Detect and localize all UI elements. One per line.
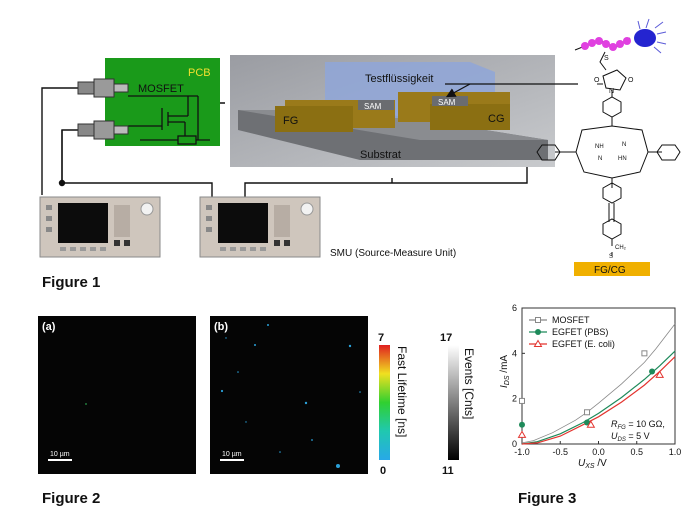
y-axis-label-i: I	[499, 385, 510, 388]
molecule-atom-hn: HN	[618, 156, 627, 162]
colorbar-events	[448, 345, 459, 460]
microscopy-panel-b	[210, 316, 368, 474]
y-tick-label: 0	[512, 439, 517, 449]
annotation-uds: UDS = 5 V	[611, 431, 650, 443]
series-line-2	[521, 356, 676, 445]
molecule-structure	[536, 18, 681, 256]
molecule-atom-o1: O	[594, 77, 600, 84]
annotation-uds-value: = 5 V	[626, 431, 650, 441]
bnc-connector-bottom	[77, 120, 129, 140]
legend: MOSFET EGFET (PBS) EGFET (E. coli)	[529, 315, 615, 349]
smu-right	[199, 196, 321, 258]
x-axis-label: UXS /V	[578, 458, 607, 470]
pcb-label: PCB	[188, 67, 211, 79]
legend-marker	[535, 329, 541, 335]
x-axis-label-sub: XS	[584, 463, 595, 470]
smu-label: SMU (Source-Measure Unit)	[330, 248, 456, 259]
panel-a-label: (a)	[42, 321, 56, 333]
data-point-circle	[519, 421, 525, 428]
legend-marker	[533, 339, 543, 347]
colorbar-lifetime	[379, 345, 390, 460]
legend-label-1: EGFET (PBS)	[552, 327, 608, 337]
x-axis-label-unit: /V	[595, 458, 608, 469]
legend-label-0: MOSFET	[552, 315, 590, 325]
mosfet-circuit	[128, 95, 210, 145]
x-axis-label-u: U	[578, 458, 586, 469]
y-axis-label: IDS /mA	[499, 355, 511, 388]
molecule-atom-n: N	[609, 88, 614, 95]
data-point-triangle	[517, 430, 527, 438]
annotation-rfg-sub: FG	[618, 425, 627, 431]
colorbar-lifetime-max: 7	[378, 332, 384, 344]
liquid-label: Testflüssigkeit	[365, 73, 433, 85]
figure1-caption: Figure 1	[42, 274, 101, 291]
data-point-circle	[649, 368, 656, 375]
colorbar-events-min: 11	[442, 465, 454, 477]
series-line-0	[521, 323, 676, 444]
x-tick-label: 0.0	[592, 447, 605, 457]
molecule-atom-s-top: S	[604, 55, 609, 62]
bnc-connector-top	[77, 78, 129, 98]
molecule-atom-ch2: CH₂	[615, 245, 627, 251]
data-point-circle	[584, 419, 591, 426]
smu-left	[39, 196, 161, 258]
annotation-uds-sub: DS	[618, 437, 626, 443]
sam-right-label: SAM	[438, 98, 456, 107]
fluorescence-spots	[220, 324, 361, 468]
figure2-caption: Figure 2	[42, 490, 101, 507]
data-point-square	[584, 409, 591, 416]
substrate-label: Substrat	[360, 149, 401, 161]
figure3-caption: Figure 3	[518, 490, 577, 507]
microscopy-panel-a	[38, 316, 196, 474]
legend-marker	[535, 317, 541, 323]
colorbar-lifetime-title: Fast Lifetime [ns]	[395, 346, 409, 437]
y-axis-label-sub: DS	[504, 375, 511, 385]
molecule-atom-o2: O	[628, 77, 634, 84]
molecule-anchor-label: FG/CG	[594, 265, 626, 276]
series-line-1	[521, 350, 676, 445]
y-axis-label-unit: /mA	[499, 355, 510, 376]
molecule-atom-n3: N	[622, 142, 626, 148]
series-markers	[517, 350, 665, 438]
scalebar-a-label: 10 µm	[50, 451, 70, 458]
data-point-triangle	[586, 420, 596, 428]
annotation-rfg-value: = 10 GΩ,	[626, 419, 665, 429]
molecule-atom-nh: NH	[595, 144, 604, 150]
y-tick-label: 6	[512, 303, 517, 313]
colorbar-events-title: Events [Cnts]	[462, 348, 476, 419]
sam-left-label: SAM	[364, 102, 382, 111]
x-tick-label: 0.5	[630, 447, 643, 457]
annotation-rfg: RFG = 10 GΩ,	[611, 419, 665, 431]
sam-right	[432, 96, 468, 106]
x-tick-label: -1.0	[514, 447, 530, 457]
fg-label: FG	[283, 115, 298, 127]
legend-label-2: EGFET (E. coli)	[552, 339, 615, 349]
cg-label: CG	[488, 113, 505, 125]
colorbar-lifetime-min: 0	[380, 465, 386, 477]
molecule-atom-n2: N	[598, 156, 602, 162]
panel-b-label: (b)	[214, 321, 228, 333]
annotation-rfg-symbol: R	[611, 419, 618, 429]
x-tick-label: 1.0	[669, 447, 682, 457]
axis-ticks: -1.0 -0.5 0.0 0.5 1.0 0 2 4 6	[512, 303, 681, 457]
data-point-square	[519, 397, 525, 404]
molecule-atom-s-bottom: S	[609, 254, 613, 260]
figure1: PCB MOSFET Substr	[39, 18, 681, 276]
colorbar-events-max: 17	[440, 332, 452, 344]
sam-left	[358, 100, 394, 110]
annotation-uds-symbol: U	[611, 431, 618, 441]
figure2: (a) 10 µm (b) 10 µm 7 0 Fast Lifetime [n…	[38, 316, 476, 477]
molecule-anchor-bar	[574, 262, 650, 276]
y-tick-label: 2	[512, 394, 517, 404]
mosfet-label: MOSFET	[138, 83, 184, 95]
scalebar-b-label: 10 µm	[222, 451, 242, 458]
y-tick-label: 4	[512, 348, 517, 358]
data-point-square	[641, 350, 648, 357]
data-point-triangle	[655, 370, 665, 378]
x-tick-label: -0.5	[552, 447, 568, 457]
